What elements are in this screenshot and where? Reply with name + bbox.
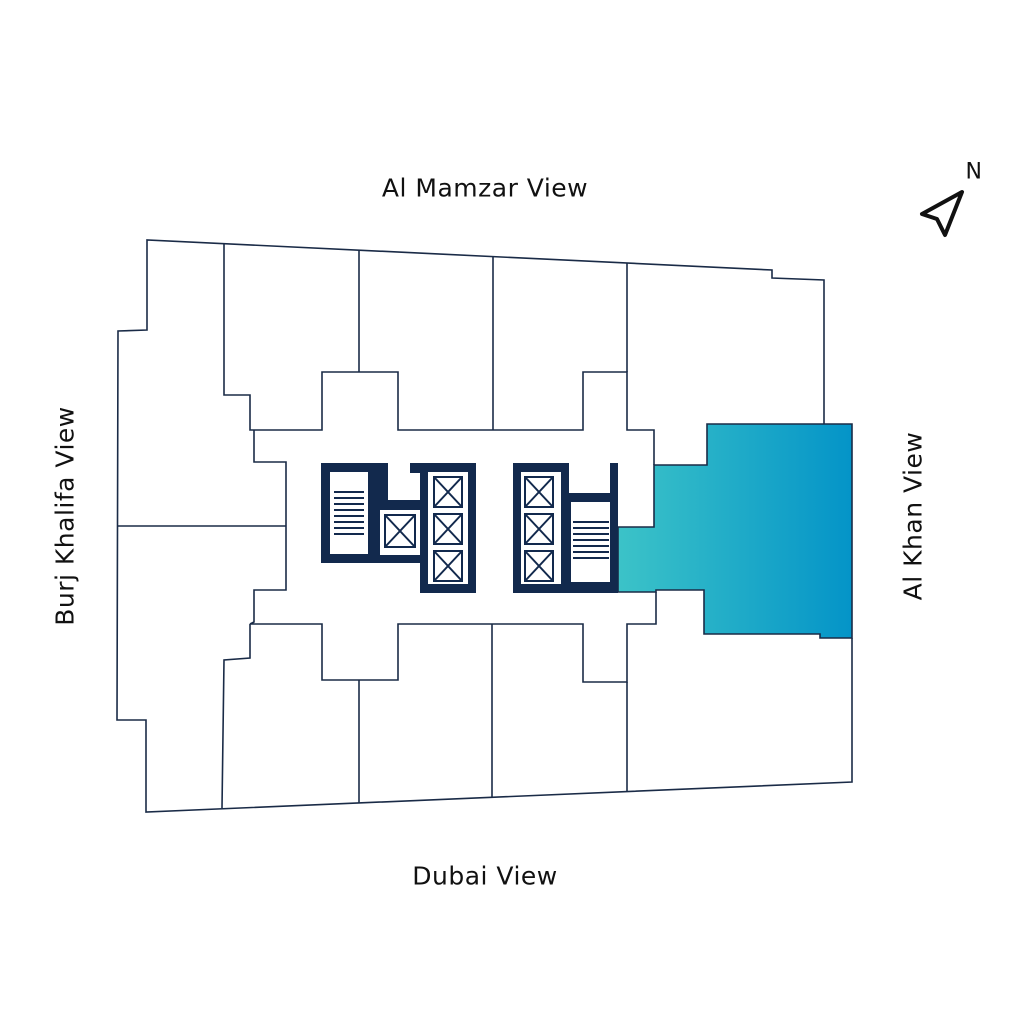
view-label-west: Burj Khalifa View	[50, 406, 80, 626]
north-arrow-icon	[920, 190, 964, 237]
core-left	[321, 463, 476, 593]
core-right	[513, 463, 618, 593]
view-label-south: Dubai View	[412, 861, 558, 891]
building-outline	[116, 239, 853, 813]
highlighted-unit[interactable]	[617, 423, 853, 639]
compass-north-label: N	[965, 159, 983, 185]
view-label-north: Al Mamzar View	[381, 173, 589, 203]
view-label-east: Al Khan View	[898, 431, 928, 601]
corridor-wall	[223, 244, 655, 465]
unit-wall	[221, 624, 251, 809]
corridor-wall	[249, 430, 657, 683]
